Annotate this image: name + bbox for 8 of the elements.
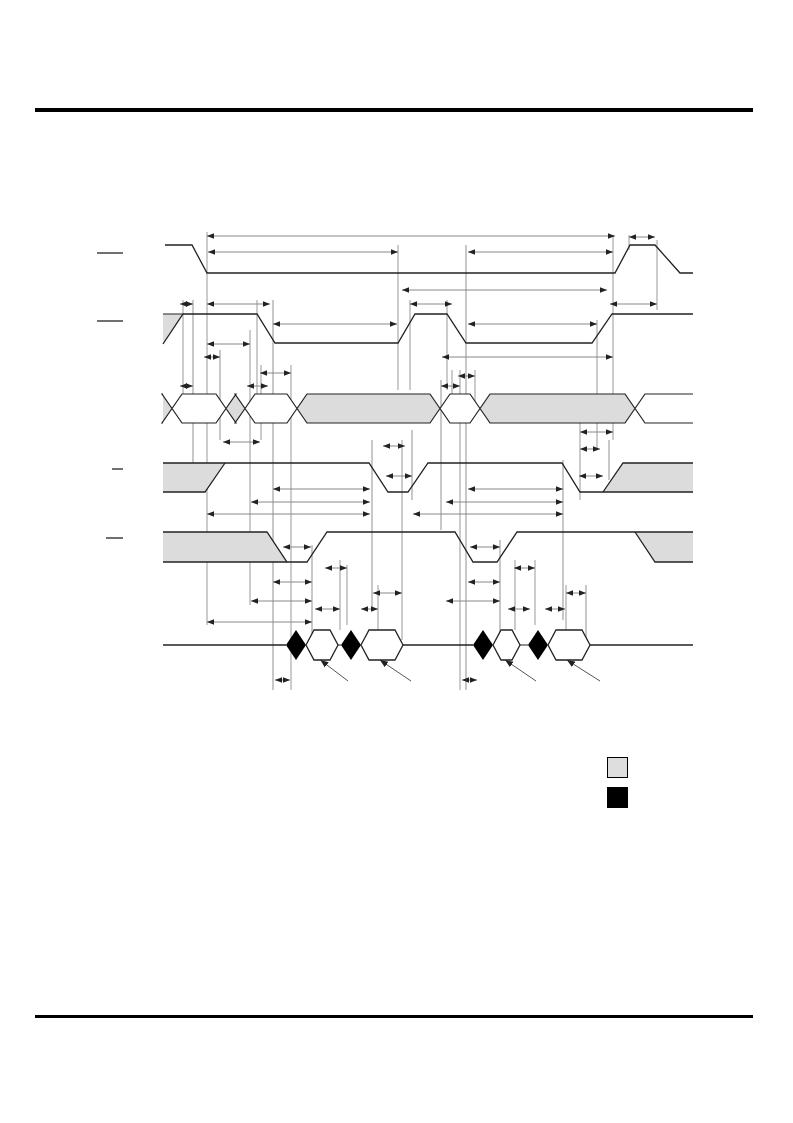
data-valid-hexagon <box>493 630 520 660</box>
data-valid-hexagon <box>361 630 403 660</box>
data-valid-hexagon <box>306 630 338 660</box>
data-valid-hexagon <box>548 630 590 660</box>
leader-arrow <box>504 659 537 682</box>
leader-arrow <box>319 659 349 682</box>
leader-arrow <box>379 659 412 682</box>
leader-arrow <box>566 659 601 682</box>
